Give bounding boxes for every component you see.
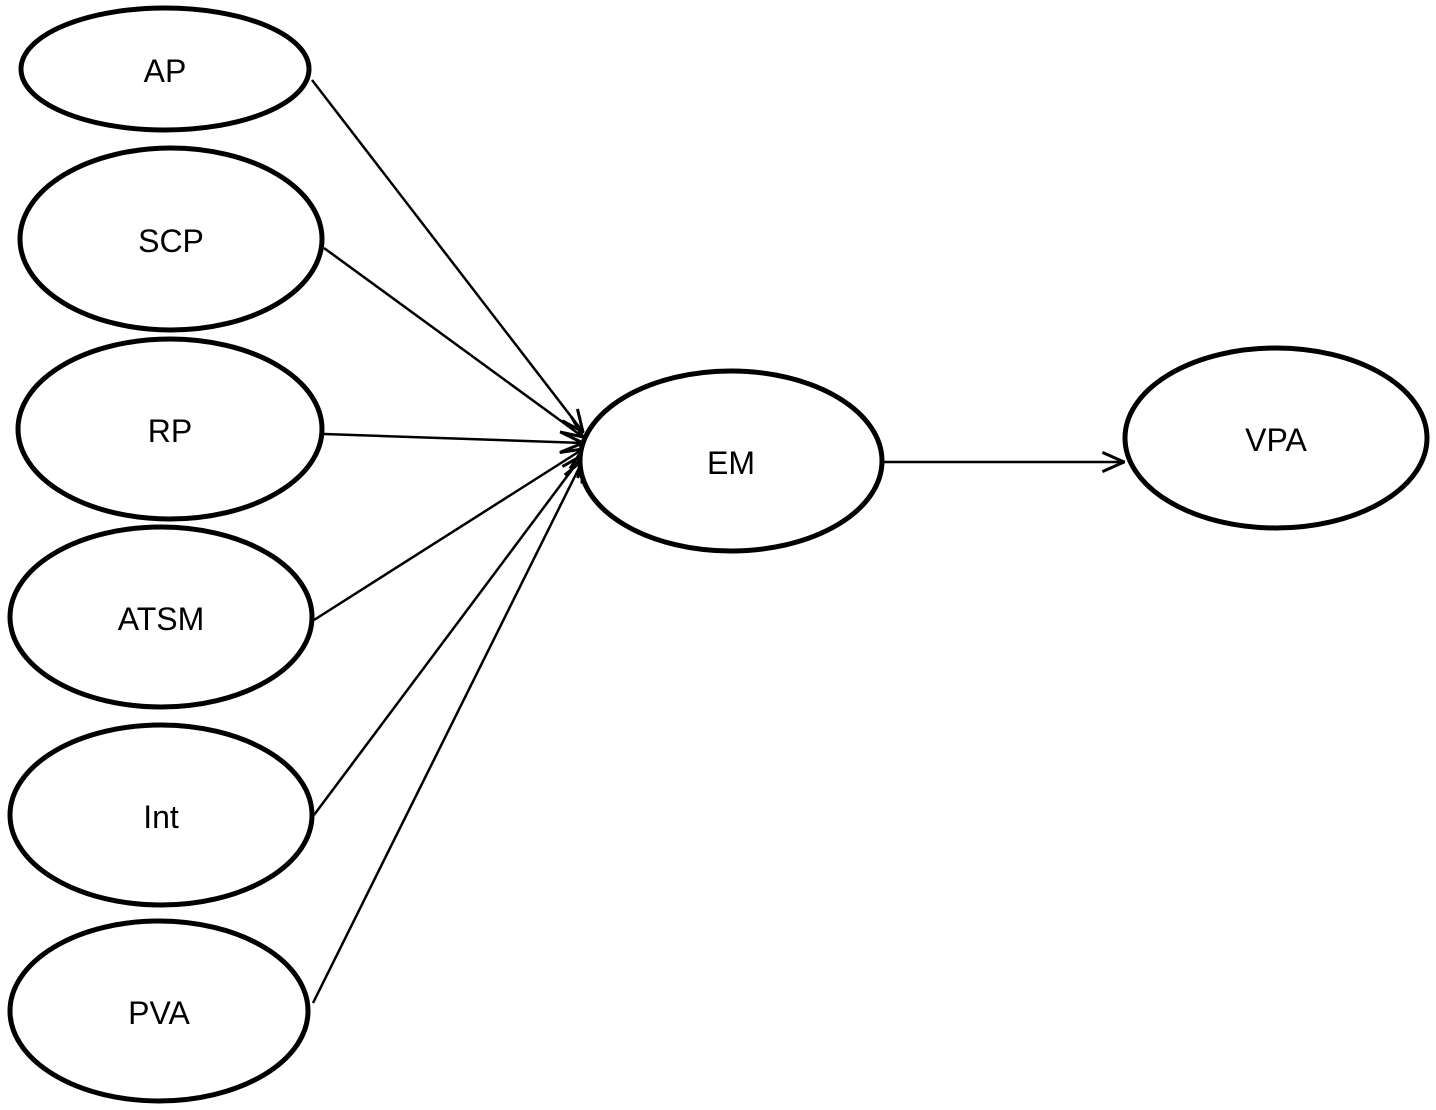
node-pva[interactable]: PVA	[7, 918, 311, 1104]
node-em-label: EM	[707, 445, 755, 481]
node-ap-label: AP	[144, 53, 187, 89]
node-int[interactable]: Int	[7, 722, 315, 908]
node-em[interactable]: EM	[577, 368, 885, 554]
node-scp-label: SCP	[138, 223, 204, 259]
node-pva-label: PVA	[128, 995, 190, 1031]
node-vpa-ellipse	[1122, 345, 1430, 531]
edge-pva-to-em-arrow	[311, 460, 583, 1004]
edges	[311, 79, 1124, 1004]
nodes: AP SCP RP ATSM Int PVA EM VPA	[7, 5, 1430, 1104]
node-atsm-label: ATSM	[118, 601, 205, 637]
node-rp-ellipse	[15, 336, 325, 522]
node-ap[interactable]: AP	[18, 5, 312, 133]
node-rp[interactable]: RP	[15, 336, 325, 522]
node-rp-label: RP	[148, 413, 192, 449]
edge-scp-to-em-arrow	[323, 246, 583, 437]
edge-atsm-to-em-arrow	[313, 449, 583, 622]
node-ap-ellipse	[18, 5, 312, 133]
node-em-ellipse	[577, 368, 885, 554]
node-scp-ellipse	[17, 145, 325, 333]
node-int-label: Int	[143, 799, 179, 835]
node-atsm[interactable]: ATSM	[7, 524, 315, 710]
node-atsm-ellipse	[7, 524, 315, 710]
edge-ap-to-em-arrow	[311, 79, 583, 432]
node-pva-ellipse	[7, 918, 311, 1104]
edge-rp-to-em-arrow	[323, 434, 583, 443]
node-vpa[interactable]: VPA	[1122, 345, 1430, 531]
node-int-ellipse	[7, 722, 315, 908]
node-vpa-label: VPA	[1245, 422, 1307, 458]
node-scp[interactable]: SCP	[17, 145, 325, 333]
edge-int-to-em-arrow	[312, 455, 583, 816]
